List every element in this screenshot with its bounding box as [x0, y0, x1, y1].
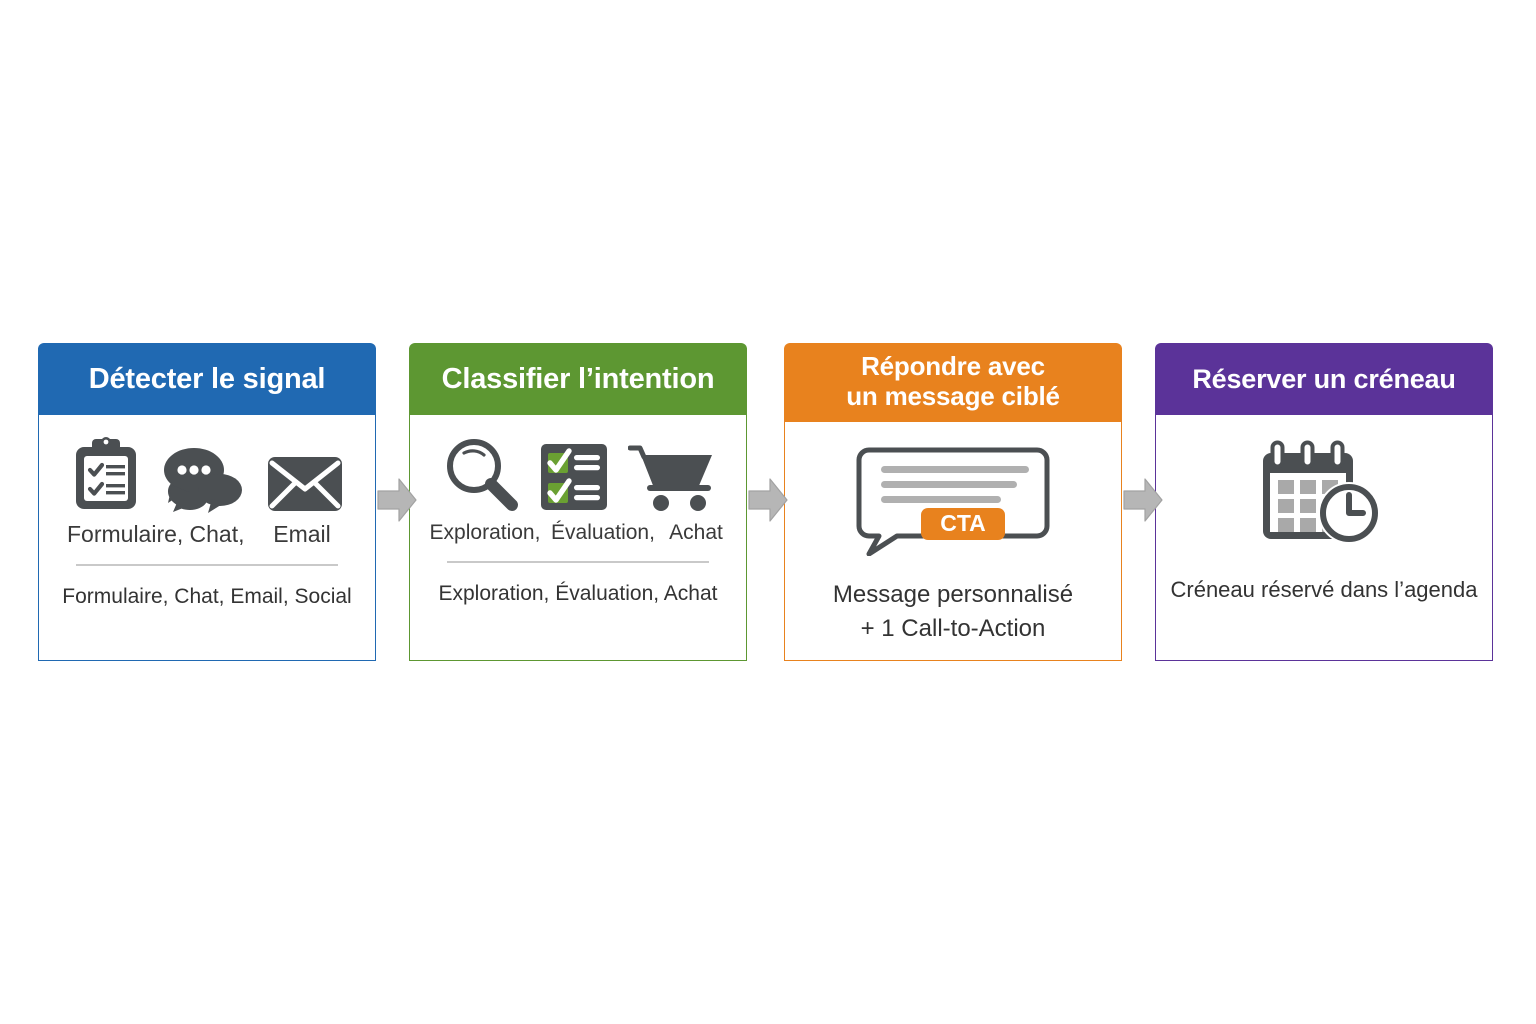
- caption-line-2: + 1 Call-to-Action: [860, 615, 1046, 643]
- step-card-respond-title: Répondre avec un message ciblé: [784, 343, 1122, 422]
- icon-label-email: Email: [273, 521, 331, 547]
- step-card-detect[interactable]: Détecter le signal: [38, 343, 376, 661]
- step-card-classify[interactable]: Classifier l’intention: [409, 343, 747, 661]
- step-card-classify-footnote: Exploration, Évaluation, Achat: [438, 582, 718, 605]
- clipboard-checklist-icon: [70, 437, 142, 513]
- step-card-respond-caption: Message personnalisé + 1 Call-to-Action: [833, 578, 1073, 646]
- step-card-detect-title: Détecter le signal: [38, 343, 376, 415]
- right-arrow-icon: [376, 477, 418, 523]
- right-arrow-icon: [1122, 477, 1164, 523]
- speech-bubble-message-icon: CTA: [853, 444, 1053, 556]
- magnifier-icon: [442, 435, 520, 513]
- cta-button: CTA: [921, 508, 1005, 540]
- icon-label-formulaire: Formulaire,: [67, 521, 184, 547]
- svg-text:CTA: CTA: [940, 510, 986, 536]
- step-card-respond[interactable]: Répondre avec un message ciblé CTA: [784, 343, 1122, 661]
- step-card-detect-icon-labels: Formulaire, Chat, Email: [39, 521, 375, 548]
- step-card-classify-body: Exploration, Évaluation, Achat Explorati…: [409, 415, 747, 661]
- step-card-detect-icon-row: [70, 435, 344, 513]
- step-card-book-body: Créneau réservé dans l’agenda: [1155, 415, 1493, 661]
- icon-label-chat: Chat,: [189, 521, 245, 547]
- icon-label-achat: Achat: [669, 521, 723, 544]
- chat-bubbles-icon: [160, 441, 248, 513]
- right-arrow-icon: [747, 477, 789, 523]
- envelope-icon: [266, 453, 344, 513]
- step-card-respond-title-line1: Répondre avec: [861, 351, 1045, 382]
- checklist-card-icon: [538, 441, 610, 513]
- step-card-book-title: Réserver un créneau: [1155, 343, 1493, 415]
- divider: [447, 561, 709, 563]
- shopping-cart-icon: [628, 441, 714, 513]
- step-card-respond-title-line2: un message ciblé: [846, 380, 1060, 411]
- step-card-detect-body: Formulaire, Chat, Email Formulaire, Chat…: [38, 415, 376, 661]
- step-card-book[interactable]: Réserver un créneau: [1155, 343, 1493, 661]
- step-card-classify-icon-labels: Exploration, Évaluation, Achat: [410, 521, 746, 545]
- icon-label-exploration: Exploration,: [429, 521, 541, 544]
- divider: [76, 564, 338, 566]
- step-card-classify-icon-row: [442, 435, 714, 513]
- step-card-detect-footnote: Formulaire, Chat, Email, Social: [62, 585, 352, 608]
- step-card-book-caption: Créneau réservé dans l’agenda: [1170, 577, 1478, 602]
- step-card-classify-title: Classifier l’intention: [409, 343, 747, 415]
- calendar-clock-icon: [1261, 439, 1387, 547]
- caption-line-1: Message personnalisé: [832, 581, 1074, 608]
- step-card-respond-body: CTA Message personnalisé + 1 Call-to-Act…: [784, 422, 1122, 661]
- icon-label-evaluation: Évaluation,: [551, 521, 655, 544]
